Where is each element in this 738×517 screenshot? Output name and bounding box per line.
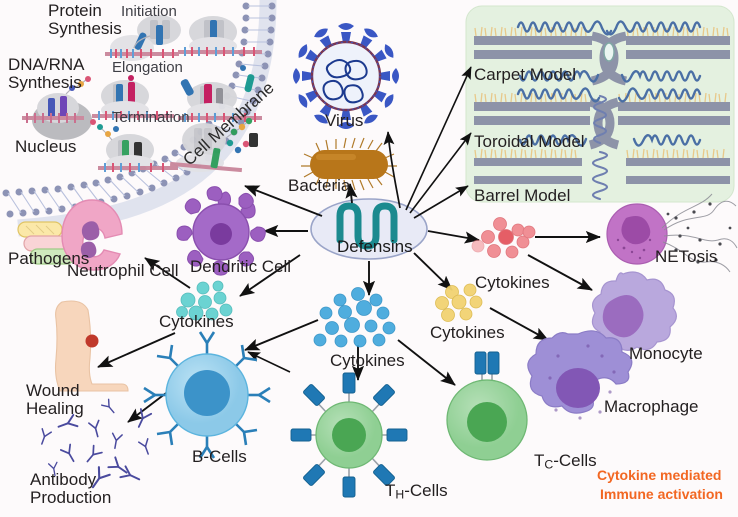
elongation-graphic [92, 75, 174, 120]
carpet-model-label: Carpet Model [474, 65, 577, 84]
dna-rna-synthesis-graphic [22, 76, 92, 140]
toroidal-model-label: Toroidal Model [474, 132, 585, 151]
termination-label: Termination [112, 109, 190, 126]
tc-cells-label: TC-Cells [534, 451, 597, 472]
tc-cells-graphic [446, 351, 528, 461]
bacteria-label: Bacteria [288, 176, 351, 195]
cytokines-label-blue: Cytokines [330, 351, 405, 370]
ribosome-schematics [22, 15, 262, 173]
pathogens-graphic [17, 221, 75, 265]
pathogens-label: Pathogens [8, 249, 90, 268]
callout-line1: Cytokine mediated [597, 467, 722, 483]
protein-synthesis-label: Protein Synthesis [48, 1, 122, 39]
wound-healing-label: Wound Healing [26, 381, 84, 419]
teal-cytokines-cluster [176, 280, 233, 321]
nucleus-label: Nucleus [15, 137, 77, 156]
th-cells-graphic [290, 372, 408, 498]
elongation-label: Elongation [112, 59, 183, 76]
yellow-cytokines-cluster [435, 283, 483, 322]
red-cytokines-cluster [471, 217, 536, 259]
macrophage-label: Macrophage [604, 397, 699, 416]
barrel-model-label: Barrel Model [474, 186, 571, 205]
th-cells-label: TH-Cells [385, 481, 448, 502]
toroidal-model-graphic [474, 87, 730, 150]
antibody-production-label: Antibody Production [30, 470, 112, 508]
b-cell-graphic [143, 331, 271, 459]
defensins-label: Defensins [337, 237, 413, 256]
monocyte-label: Monocyte [629, 344, 703, 363]
dendritic-cell-graphic [176, 186, 266, 276]
termination-graphic [90, 119, 178, 172]
b-cells-label: B-Cells [192, 447, 247, 466]
virus-label: Virus [325, 111, 364, 130]
virus-graphic [293, 23, 399, 129]
cytokines-label-teal: Cytokines [159, 312, 234, 331]
defensins-node[interactable] [310, 198, 428, 260]
monocyte-graphic [591, 271, 677, 351]
barrel-model-graphic [474, 148, 730, 201]
netosis-label: NETosis [655, 247, 718, 266]
cytokines-label-red: Cytokines [475, 273, 550, 292]
cytokines-label-yellow: Cytokines [430, 323, 505, 342]
antibody-production-graphic [41, 398, 153, 489]
wound-healing-graphic [54, 300, 129, 392]
neutrophil-label: Neutrophil Cell [67, 261, 179, 280]
blue-cytokines-cluster [313, 287, 396, 348]
callout-line2: Immune activation [600, 486, 723, 502]
dna-rna-synthesis-label: DNA/RNA Synthesis [8, 55, 85, 93]
carpet-model-graphic [474, 20, 730, 86]
netosis-graphic [606, 193, 738, 273]
dendritic-label: Dendritic Cell [190, 257, 292, 276]
neutrophil-graphic [61, 199, 123, 271]
initiation-label: Initiation [121, 3, 177, 20]
macrophage-graphic [527, 330, 633, 420]
initiation-graphic [105, 15, 181, 61]
